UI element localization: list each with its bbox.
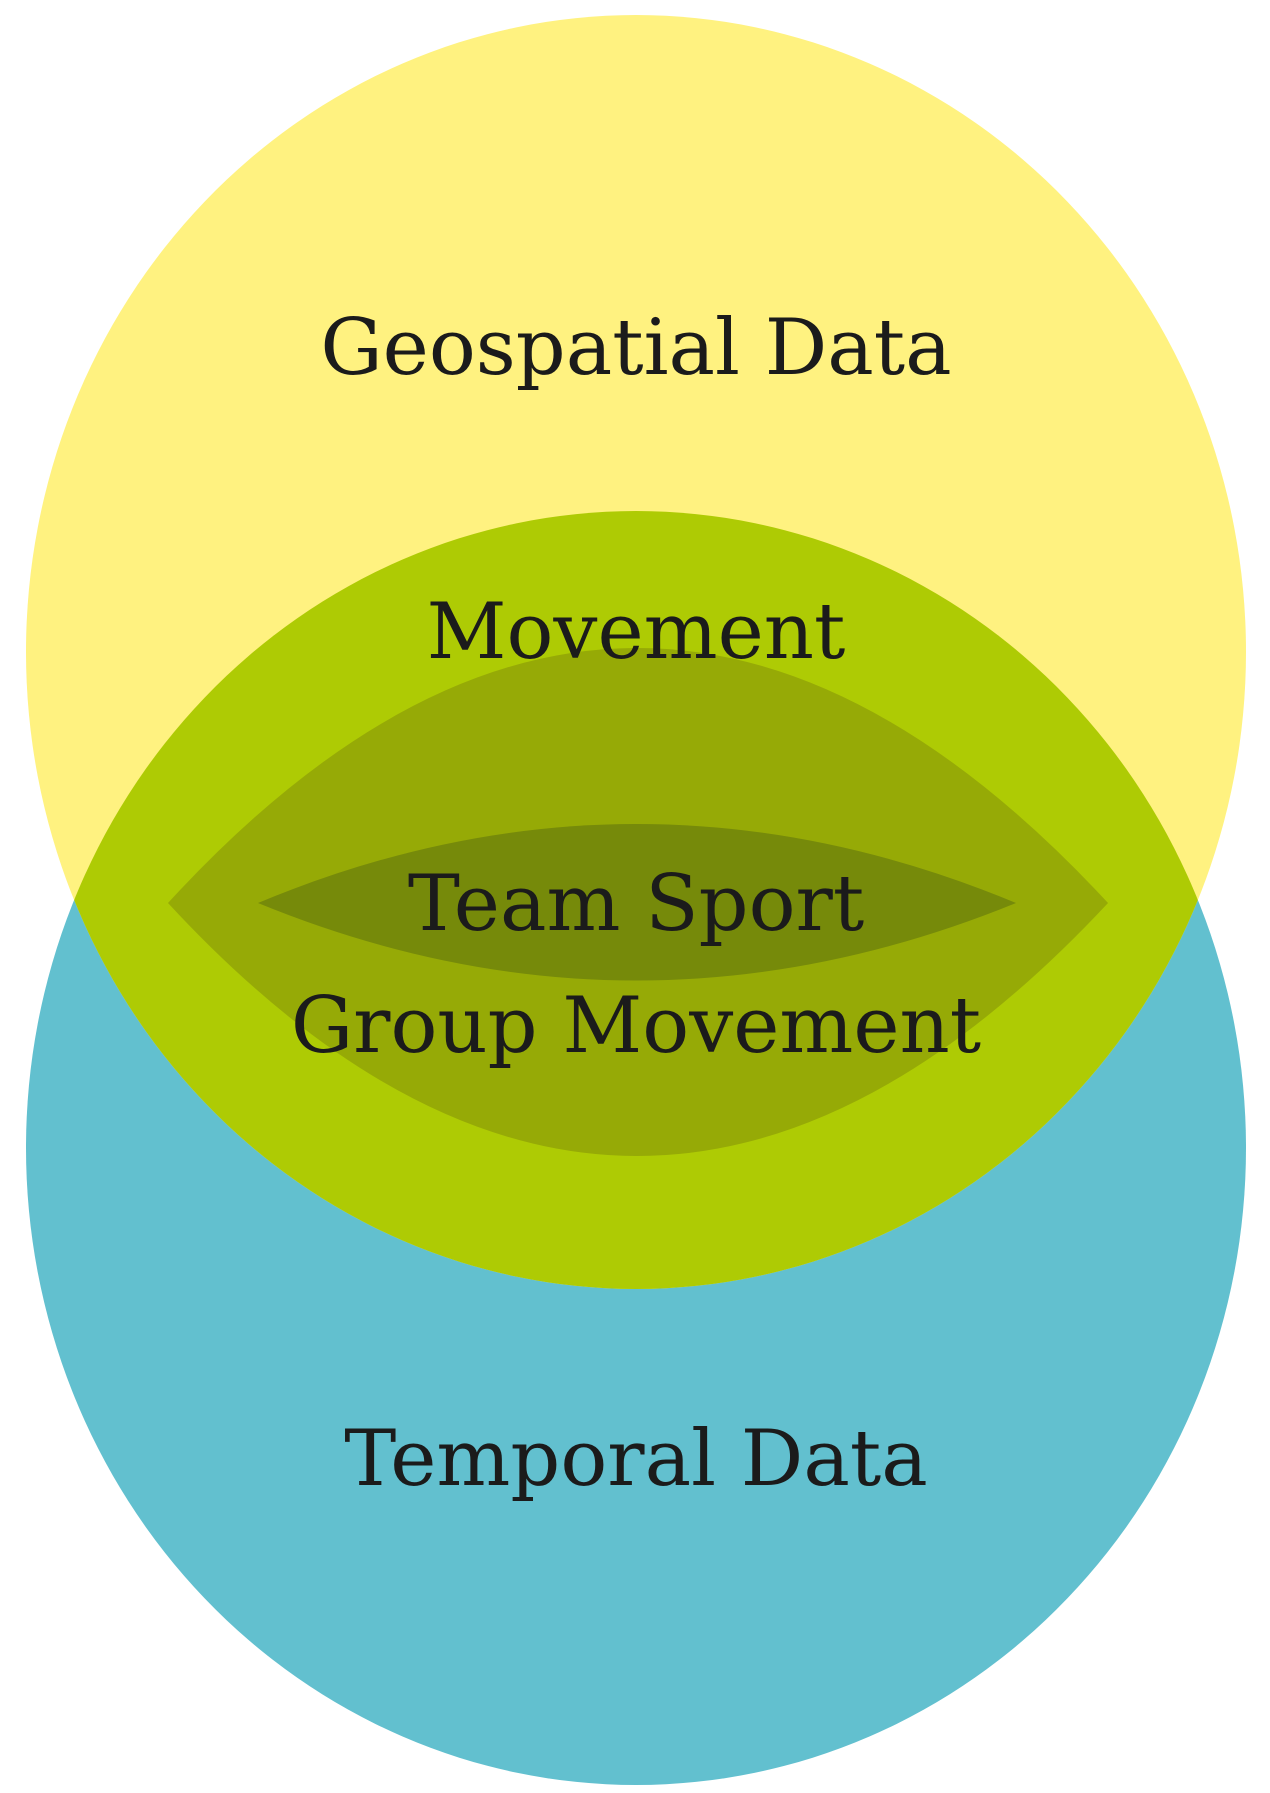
movement-label: Movement — [427, 587, 846, 677]
team-sport-label: Team Sport — [408, 859, 864, 949]
group-movement-label: Group Movement — [291, 981, 981, 1071]
team-sport-region — [258, 824, 1016, 981]
temporal-data-label: Temporal Data — [344, 1414, 927, 1504]
geospatial-data-label: Geospatial Data — [320, 303, 951, 393]
